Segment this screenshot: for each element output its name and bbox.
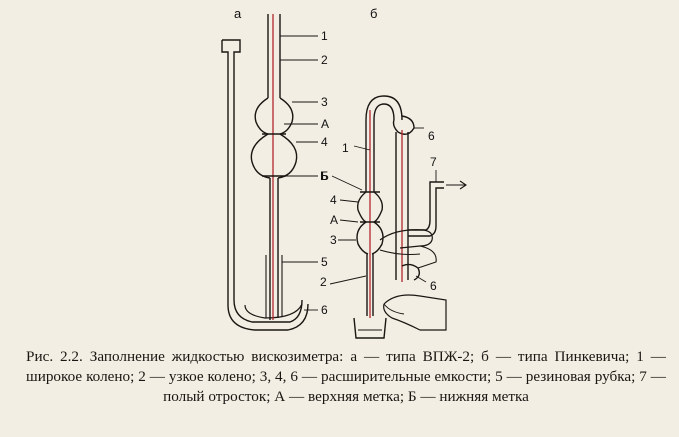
label-a-4: 4 xyxy=(321,135,328,149)
viscometer-figure: а б 1 2 3 А 4 Б 5 6 6 1 7 Б 4 А 3 6 2 xyxy=(221,6,467,339)
panel-b-title: б xyxy=(370,6,377,21)
label-a-upper-mark: А xyxy=(321,117,329,131)
label-b-4: 4 xyxy=(330,193,337,207)
label-b-2: 2 xyxy=(320,275,327,289)
label-a-2: 2 xyxy=(321,53,328,67)
label-b-1: 1 xyxy=(342,141,349,155)
label-a-lower-mark: Б xyxy=(321,169,329,183)
viscometer-a xyxy=(221,14,318,331)
label-b-6-top: 6 xyxy=(428,129,435,143)
label-a-6: 6 xyxy=(321,303,328,317)
label-a-1: 1 xyxy=(321,29,328,43)
label-b-3: 3 xyxy=(330,233,337,247)
panel-a-title: а xyxy=(234,6,242,21)
label-b-lower-mark: Б xyxy=(320,169,328,183)
label-a-5: 5 xyxy=(321,255,328,269)
label-b-upper-mark: А xyxy=(330,213,338,227)
label-b-7: 7 xyxy=(430,155,437,169)
label-b-6-bottom: 6 xyxy=(430,279,437,293)
viscometer-b xyxy=(329,95,467,339)
figure-caption: Рис. 2.2. Заполнение жидкостью вискозиме… xyxy=(26,348,666,405)
label-a-3: 3 xyxy=(321,95,328,109)
